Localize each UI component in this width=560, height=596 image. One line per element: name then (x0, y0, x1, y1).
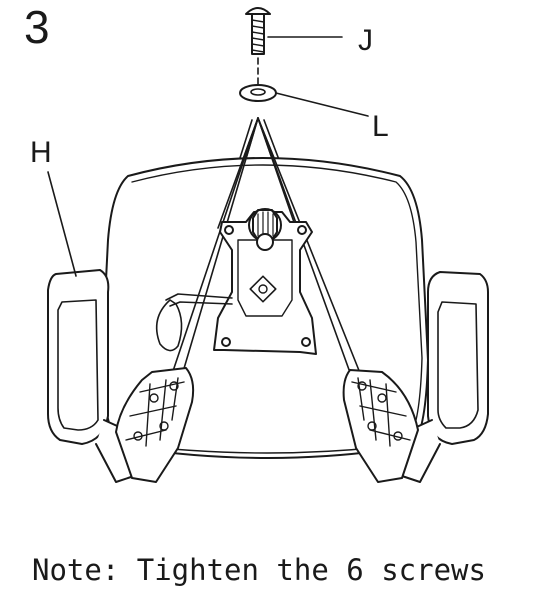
leader-line-l (275, 92, 369, 117)
armrest-left (47, 269, 195, 483)
part-label-armrest: H (30, 136, 52, 169)
leader-line-h (47, 171, 77, 277)
instruction-note: Note: Tighten the 6 screws (32, 553, 486, 587)
washer-l-icon (239, 84, 277, 102)
part-label-washer: L (372, 110, 389, 143)
seat-mechanism-plate (213, 208, 317, 355)
step-number: 3 (24, 1, 50, 53)
part-label-screw: J (358, 24, 373, 57)
screw-guide-lines-front (169, 117, 363, 383)
armrest-right (342, 271, 489, 483)
screw-j-icon (245, 7, 271, 55)
adjustment-lever (155, 293, 233, 352)
